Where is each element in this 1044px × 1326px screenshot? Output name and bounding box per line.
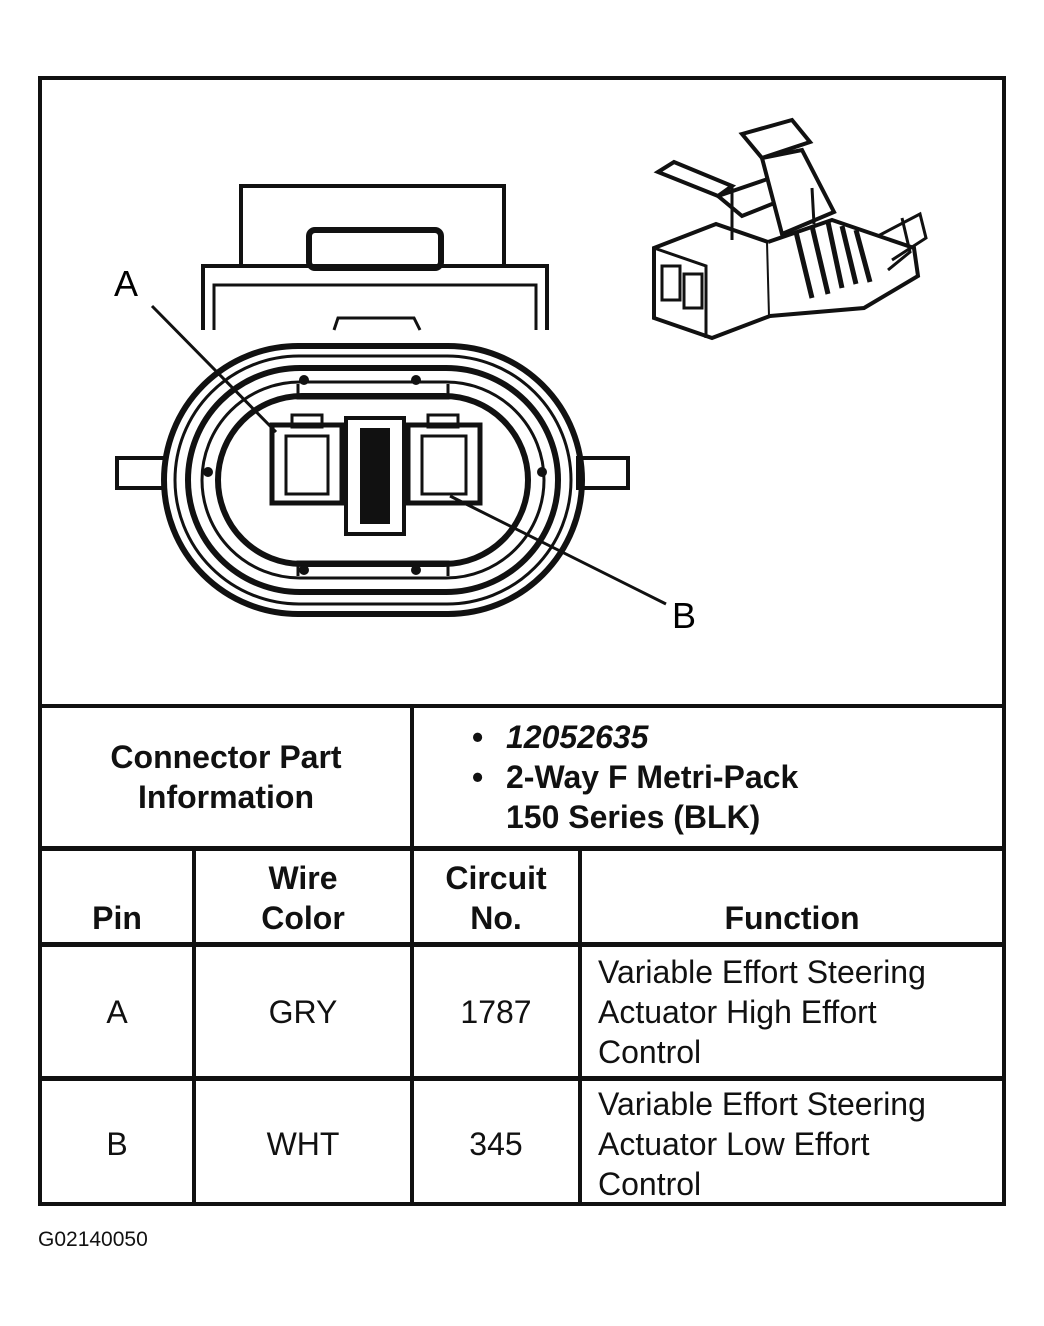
row-b-circuit: 345 xyxy=(469,1125,523,1162)
col-divider-3 xyxy=(578,850,582,1206)
part-info-bullets: •12052635 •2-Way F Metri-Pack 150 Series… xyxy=(418,708,1002,846)
callout-a: A xyxy=(114,263,278,434)
row-a-circuit: 1787 xyxy=(460,993,532,1030)
header-wire-color: Wire Color xyxy=(261,860,345,936)
callout-b: B xyxy=(449,494,696,636)
bullet-series: •2-Way F Metri-Pack 150 Series (BLK) xyxy=(472,759,799,835)
part-info-label: Connector Part Information xyxy=(110,739,342,815)
row-b-wire-color: WHT xyxy=(266,1125,340,1162)
col-divider-1 xyxy=(192,850,196,1206)
table-top-rule xyxy=(42,704,1002,708)
bullet-part-number: •12052635 xyxy=(472,719,649,755)
callout-a-label: A xyxy=(114,263,138,304)
connector-3d-icon xyxy=(652,117,928,341)
connector-face-icon xyxy=(115,184,630,617)
header-circuit-no: Circuit No. xyxy=(445,860,547,936)
row-a-function: Variable Effort Steering Actuator High E… xyxy=(598,953,926,1070)
connector-diagram: A B xyxy=(114,117,928,636)
header-pin: Pin xyxy=(92,900,142,936)
col-divider-2 xyxy=(410,704,414,1206)
part-info-bottom-rule xyxy=(42,846,1002,851)
header-bottom-rule xyxy=(42,942,1002,947)
header-function: Function xyxy=(724,900,860,936)
row-a-pin: A xyxy=(106,993,128,1030)
connector-end-view-frame: A B Connector Part Informa xyxy=(38,76,1006,1206)
row-a-wire-color: GRY xyxy=(268,993,338,1030)
row-b-function: Variable Effort Steering Actuator Low Ef… xyxy=(598,1085,926,1202)
callout-b-label: B xyxy=(672,595,696,636)
row-a-bottom-rule xyxy=(42,1076,1002,1081)
figure-id: G02140050 xyxy=(38,1228,148,1251)
row-b-pin: B xyxy=(106,1125,128,1162)
